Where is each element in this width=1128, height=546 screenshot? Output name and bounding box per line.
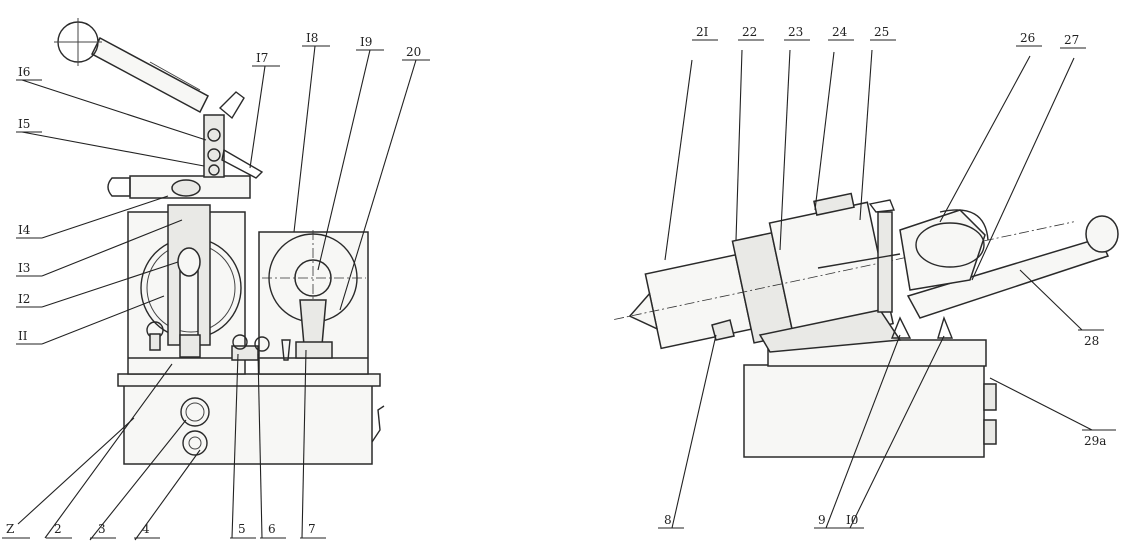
callout-label: 24	[832, 25, 848, 39]
left-leader-lines	[2, 45, 430, 541]
callout-label: 28	[1084, 334, 1099, 348]
callout-label: 29a	[1084, 434, 1106, 448]
callout-label: 5	[238, 522, 246, 536]
callout-label: 2	[54, 522, 62, 536]
callout-label: 26	[1020, 31, 1035, 45]
callout-label: 22	[742, 25, 757, 39]
callout-label: I7	[256, 51, 268, 65]
right-leader-lines	[658, 39, 1116, 529]
callout-label: 20	[406, 45, 421, 59]
callout-label: I9	[360, 35, 372, 49]
callout-label: I2	[18, 292, 30, 306]
callout-label: I3	[18, 261, 30, 275]
callout-label: Z	[6, 522, 14, 536]
lever-arm	[91, 36, 209, 114]
callout-label: I8	[306, 31, 318, 45]
callout-label: 4	[142, 522, 150, 536]
callout-label: 25	[874, 25, 889, 39]
callout-label: 8	[664, 513, 672, 527]
right-base-cabinet	[743, 364, 985, 458]
callout-label: 27	[1064, 33, 1079, 47]
front-switch	[180, 397, 210, 427]
support-post	[203, 114, 225, 178]
front-lamp	[182, 430, 208, 456]
callout-label: I5	[18, 117, 30, 131]
right-handwheel	[1085, 215, 1119, 253]
left-view: Z 2 3 4 5 6 7 I6 I5 I4 I3 I2 II I7 I8 I9…	[2, 18, 430, 541]
left-base-cabinet	[123, 383, 373, 465]
left-base-top-plate	[117, 373, 381, 387]
callout-label: 23	[788, 25, 803, 39]
callout-label: 7	[308, 522, 316, 536]
right-lever-arm	[906, 237, 1110, 319]
callout-label: I4	[18, 223, 31, 237]
callout-label: 6	[268, 522, 276, 536]
callout-label: I6	[18, 65, 30, 79]
clamp-knob	[711, 319, 735, 341]
callout-label: 9	[818, 513, 826, 527]
callout-label: 3	[98, 522, 106, 536]
callout-label: II	[18, 329, 28, 343]
callout-label: 2I	[696, 25, 709, 39]
right-view: 2I 22 23 24 25 26 27 28 29a 8 9 I0	[614, 25, 1119, 529]
adjust-post	[877, 211, 893, 313]
callout-label: I0	[846, 513, 858, 527]
